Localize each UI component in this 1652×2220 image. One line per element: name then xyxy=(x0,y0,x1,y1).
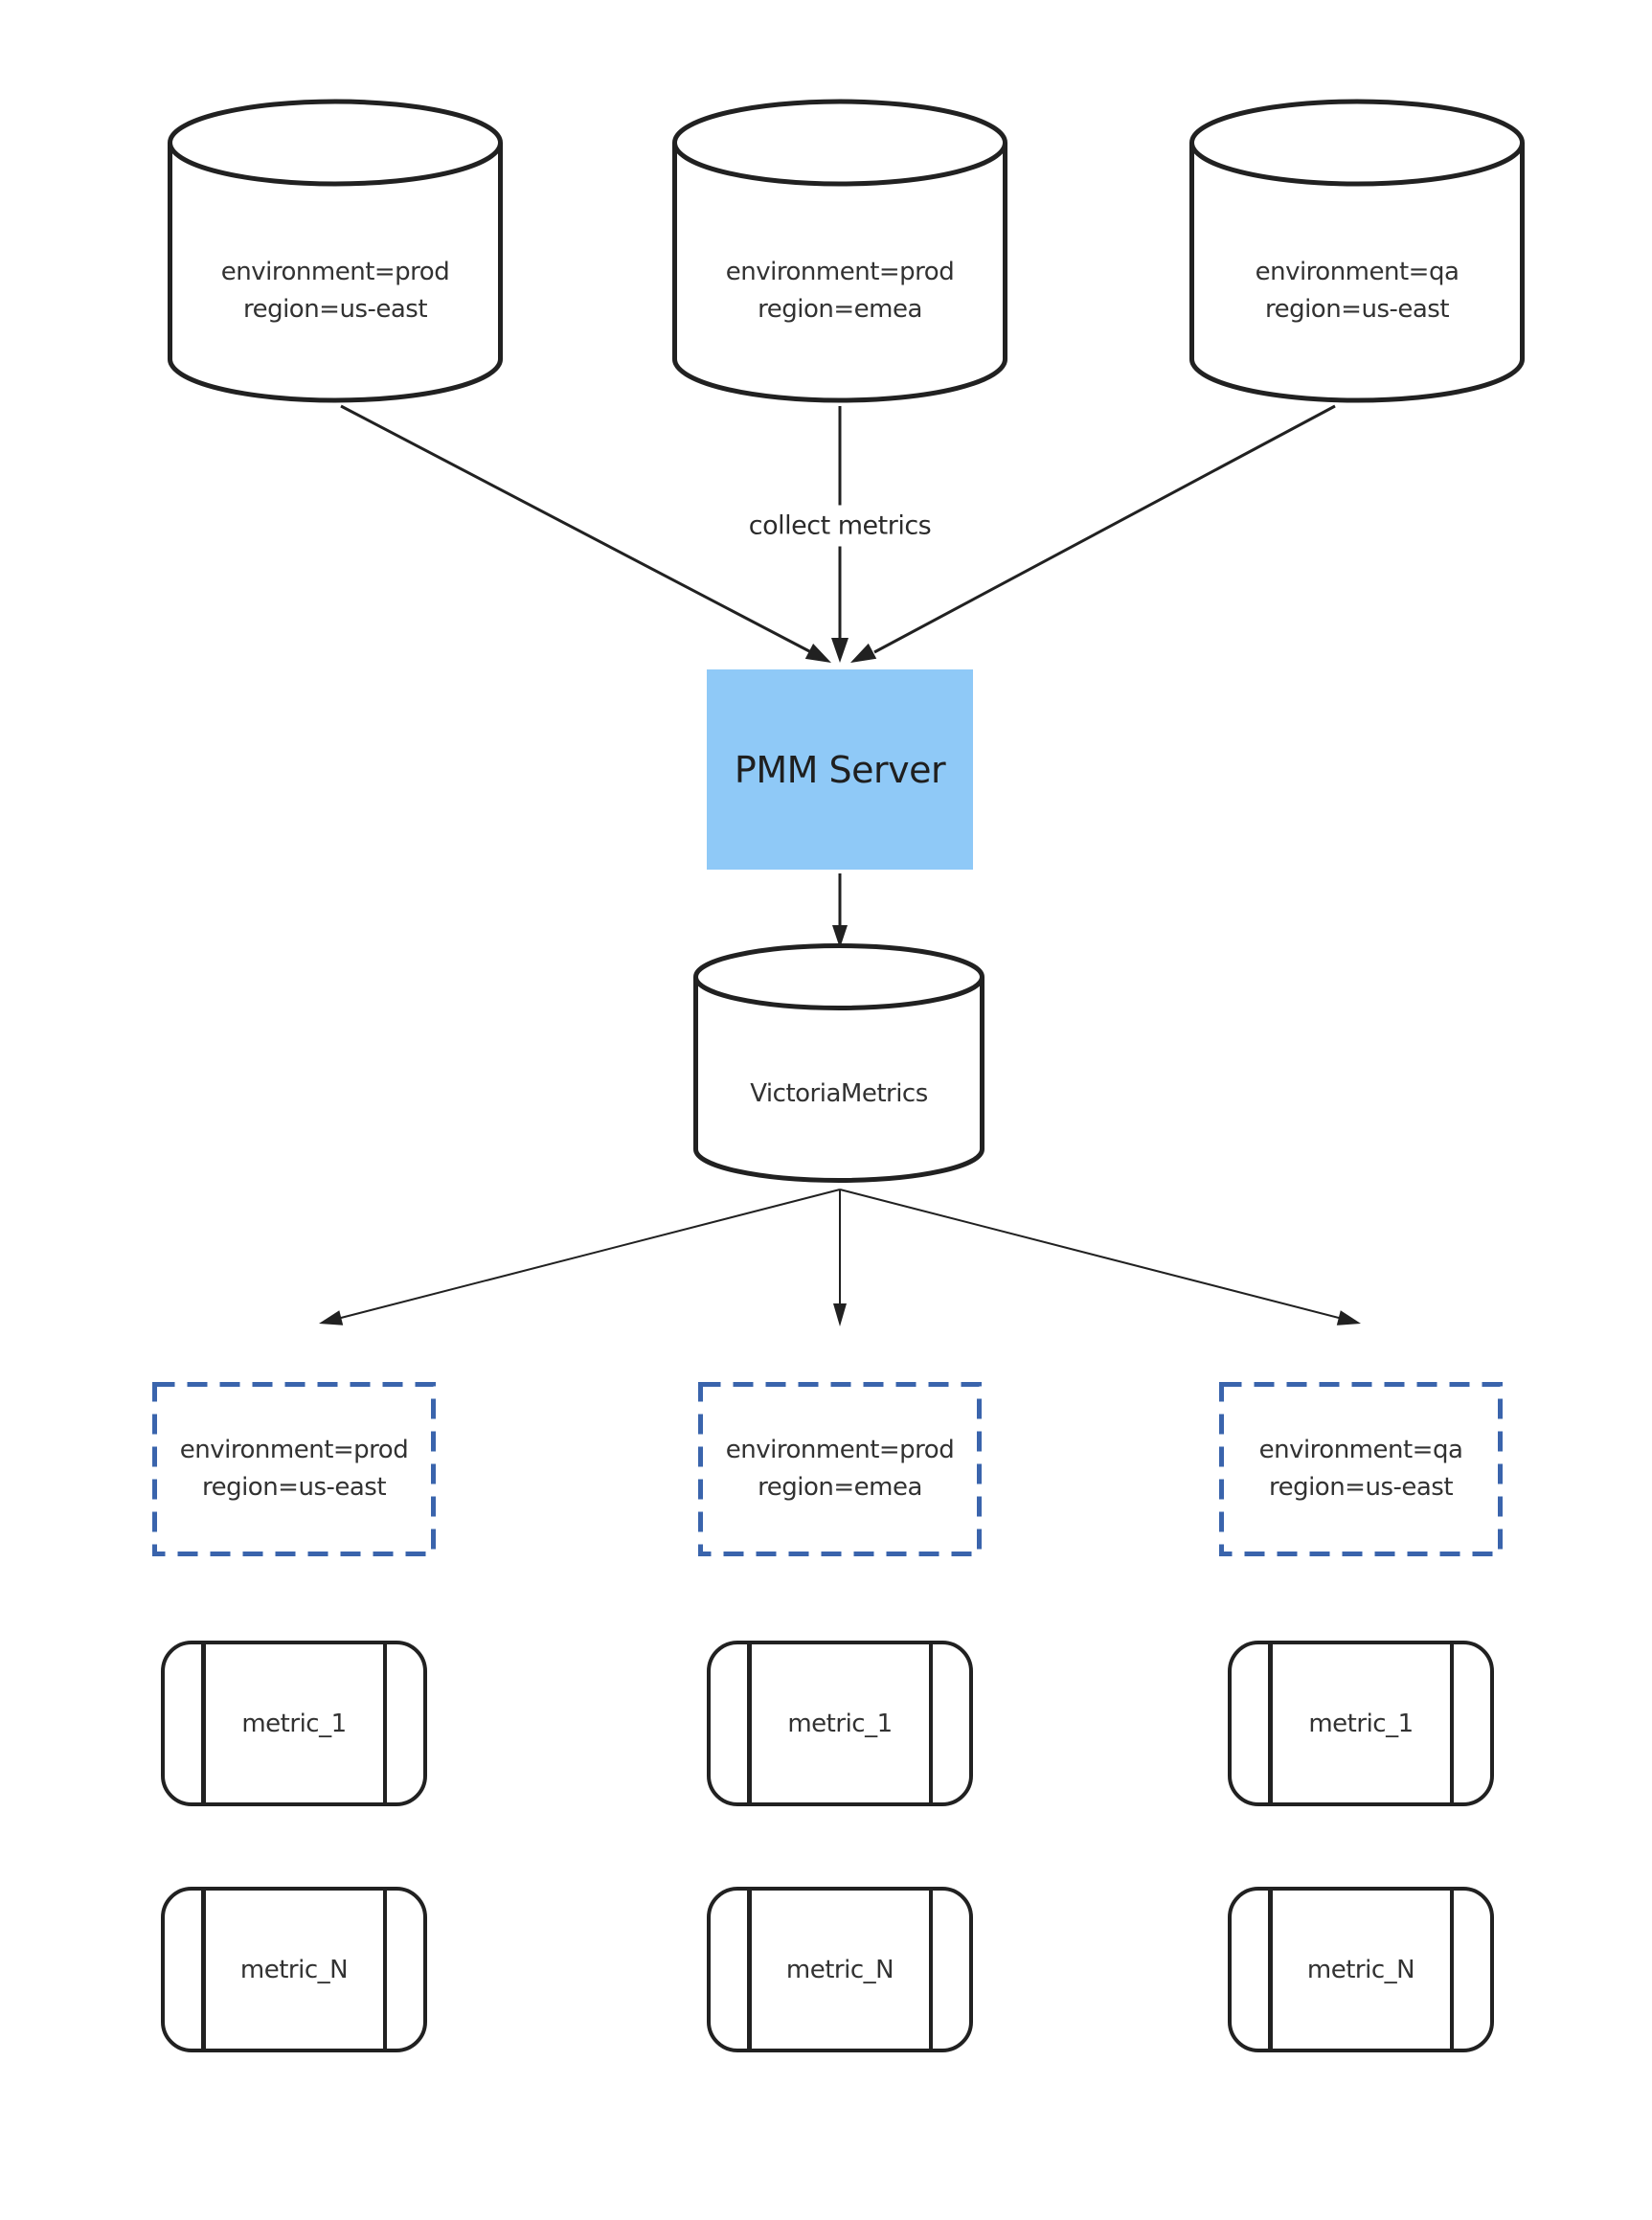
partition-2-line1: environment=prod xyxy=(725,1436,955,1464)
metric-box-label: metric_1 xyxy=(1308,1709,1414,1738)
partition-2-line2: region=emea xyxy=(758,1473,922,1502)
arrow-storage-to-partition-2 xyxy=(833,1189,847,1326)
metric-box-left-line xyxy=(1268,1644,1273,1802)
metric-box-partition-3-first: metric_1 xyxy=(1228,1641,1494,1806)
metric-box-right-line xyxy=(382,1644,387,1802)
cylinder-shape xyxy=(168,99,503,403)
dashed-box-shape xyxy=(152,1382,436,1556)
metric-box-partition-1-last: metric_N xyxy=(161,1887,427,2052)
partition-1-line1: environment=prod xyxy=(179,1436,409,1464)
metric-box-partition-1-first: metric_1 xyxy=(161,1641,427,1806)
victoriametrics-label: VictoriaMetrics xyxy=(693,1008,984,1179)
metric-box-label: metric_1 xyxy=(241,1709,347,1738)
source-db-3-line1: environment=qa xyxy=(1255,258,1460,286)
dashed-box-shape xyxy=(1219,1382,1503,1556)
pmm-server-label: PMM Server xyxy=(734,748,946,791)
partition-selector-3-label: environment=qa region=us-east xyxy=(1219,1382,1503,1556)
arrow-storage-to-partition-3 xyxy=(839,1189,1361,1325)
source-db-2-label: environment=prod region=emea xyxy=(672,187,1007,396)
source-db-1-line1: environment=prod xyxy=(220,258,450,286)
partition-selector-2: environment=prod region=emea xyxy=(698,1382,982,1556)
metric-box-label: metric_N xyxy=(785,1955,894,1984)
metric-box-partition-2-last: metric_N xyxy=(707,1887,973,2052)
victoriametrics-label-text: VictoriaMetrics xyxy=(750,1078,928,1108)
cylinder-shape xyxy=(1189,99,1525,403)
metric-box-right-line xyxy=(928,1644,933,1802)
metric-box-label: metric_N xyxy=(1306,1955,1415,1984)
metric-box-label: metric_N xyxy=(239,1955,349,1984)
victoriametrics-db: VictoriaMetrics xyxy=(693,943,984,1183)
partition-selector-3: environment=qa region=us-east xyxy=(1219,1382,1503,1556)
metric-box-partition-2-first: metric_1 xyxy=(707,1641,973,1806)
partition-3-line1: environment=qa xyxy=(1258,1436,1463,1464)
source-db-1-line2: region=us-east xyxy=(242,295,428,324)
metric-box-left-line xyxy=(201,1891,206,2049)
source-db-3: environment=qa region=us-east xyxy=(1189,99,1525,403)
source-db-2-line1: environment=prod xyxy=(725,258,955,286)
source-db-2-line2: region=emea xyxy=(758,295,922,324)
partition-selector-1: environment=prod region=us-east xyxy=(152,1382,436,1556)
collect-metrics-label: collect metrics xyxy=(736,505,943,547)
metric-box-left-line xyxy=(1268,1891,1273,2049)
metric-box-partition-3-last: metric_N xyxy=(1228,1887,1494,2052)
source-db-3-label: environment=qa region=us-east xyxy=(1189,187,1525,396)
pmm-server-box: PMM Server xyxy=(707,669,973,870)
metric-box-right-line xyxy=(928,1891,933,2049)
source-db-1-label: environment=prod region=us-east xyxy=(168,187,503,396)
arrow-storage-to-partition-1 xyxy=(319,1189,841,1325)
metric-box-label: metric_1 xyxy=(787,1709,893,1738)
cylinder-shape xyxy=(693,943,984,1183)
metric-box-left-line xyxy=(747,1891,752,2049)
metric-box-right-line xyxy=(1449,1644,1454,1802)
metric-box-right-line xyxy=(1449,1891,1454,2049)
arrow-server-to-storage xyxy=(832,873,848,948)
source-db-3-line2: region=us-east xyxy=(1264,295,1450,324)
dashed-box-shape xyxy=(698,1382,982,1556)
metric-box-left-line xyxy=(201,1644,206,1802)
cylinder-shape xyxy=(672,99,1007,403)
metric-box-right-line xyxy=(382,1891,387,2049)
partition-3-line2: region=us-east xyxy=(1268,1473,1454,1502)
partition-1-line2: region=us-east xyxy=(201,1473,387,1502)
partition-selector-2-label: environment=prod region=emea xyxy=(698,1382,982,1556)
source-db-1: environment=prod region=us-east xyxy=(168,99,503,403)
partition-selector-1-label: environment=prod region=us-east xyxy=(152,1382,436,1556)
metric-box-left-line xyxy=(747,1644,752,1802)
source-db-2: environment=prod region=emea xyxy=(672,99,1007,403)
